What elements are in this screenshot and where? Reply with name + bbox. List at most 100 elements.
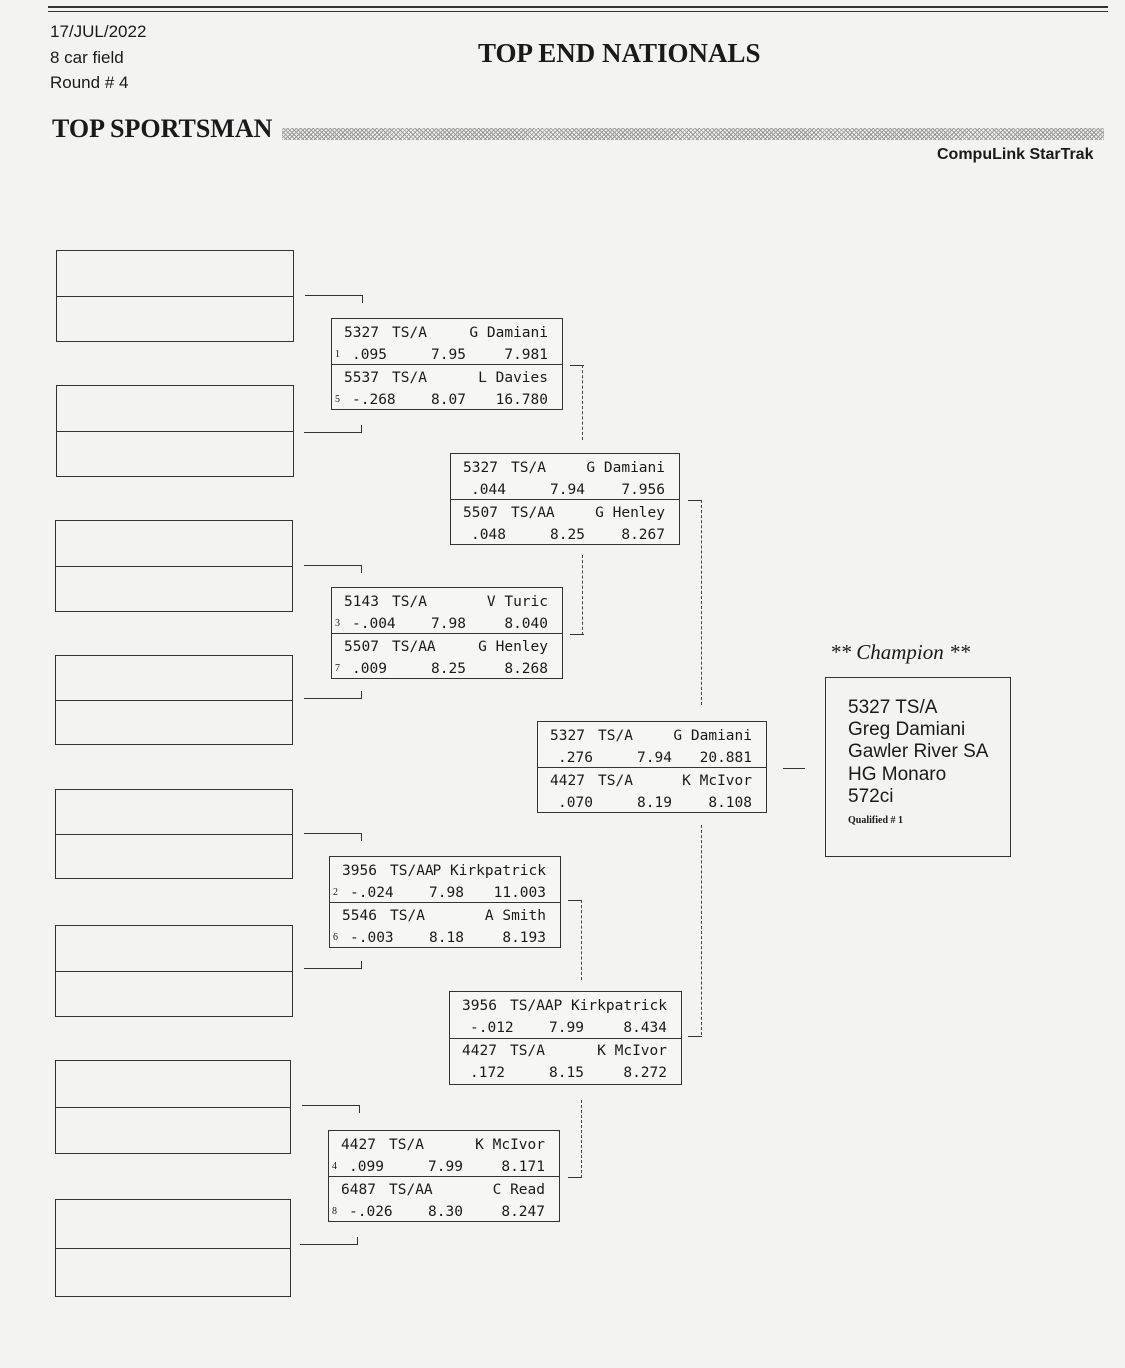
reaction-time: .070 [558, 795, 593, 811]
elapsed-time: 8.272 [623, 1065, 667, 1081]
connector [300, 1244, 358, 1245]
car-class: TS/AA [389, 1182, 433, 1198]
lane-number: 3 [335, 618, 340, 629]
champion-engine: 572ci [848, 786, 894, 807]
reaction-time: .172 [470, 1065, 505, 1081]
champion-car-class: 5327 TS/A [848, 697, 938, 718]
elapsed-time: 11.003 [493, 885, 546, 901]
connector [362, 295, 363, 303]
connector [302, 1105, 360, 1106]
match-divider [332, 633, 562, 634]
driver-name: C Read [492, 1182, 545, 1198]
connector [570, 365, 584, 366]
dial-in: 7.95 [431, 347, 466, 363]
reaction-time: .048 [471, 527, 506, 543]
connector [305, 295, 363, 296]
connector [361, 961, 362, 969]
hatch-bar [282, 128, 1104, 140]
dial-in: 8.25 [431, 661, 466, 677]
car-number: 5327 [463, 460, 498, 476]
car-number: 5327 [344, 325, 379, 341]
elapsed-time: 7.981 [504, 347, 548, 363]
car-class: TS/A [392, 594, 427, 610]
lane-number: 2 [333, 887, 338, 898]
connector [304, 968, 362, 969]
car-number: 4427 [550, 773, 585, 789]
car-number: 5143 [344, 594, 379, 610]
match-divider [450, 1038, 681, 1039]
champion-box: 5327 TS/A Greg Damiani Gawler River SA H… [825, 677, 1011, 857]
elapsed-time: 8.193 [502, 930, 546, 946]
elapsed-time: 8.268 [504, 661, 548, 677]
car-number: 5546 [342, 908, 377, 924]
connector [357, 1237, 358, 1245]
reaction-time: .095 [352, 347, 387, 363]
reaction-time: -.026 [349, 1204, 393, 1220]
lane-number: 7 [335, 663, 340, 674]
car-class: TS/A [390, 908, 425, 924]
car-number: 4427 [462, 1043, 497, 1059]
elapsed-time: 8.171 [501, 1159, 545, 1175]
car-class: TS/A [598, 728, 633, 744]
car-number: 5507 [463, 505, 498, 521]
reaction-time: -.012 [470, 1020, 514, 1036]
reaction-time: .099 [349, 1159, 384, 1175]
class-name: TOP SPORTSMAN [52, 114, 273, 143]
car-number: 3956 [342, 863, 377, 879]
champion-vehicle: HG Monaro [848, 764, 947, 785]
reaction-time: .009 [352, 661, 387, 677]
connector [304, 432, 362, 433]
match-divider [329, 1176, 559, 1177]
car-class: TS/A [389, 1137, 424, 1153]
dial-in: 8.30 [428, 1204, 463, 1220]
car-class: TS/AA [510, 998, 554, 1014]
round-number: Round # 4 [50, 73, 129, 92]
empty-slot-box [55, 655, 293, 745]
reaction-time: -.268 [352, 392, 396, 408]
elapsed-time: 7.956 [621, 482, 665, 498]
match-divider [332, 364, 562, 365]
connector [361, 833, 362, 841]
connector [688, 1036, 702, 1037]
empty-slot-box [55, 520, 293, 612]
reaction-time: -.004 [352, 616, 396, 632]
dial-in: 7.98 [431, 616, 466, 632]
lane-number: 8 [332, 1206, 337, 1217]
car-number: 6487 [341, 1182, 376, 1198]
reaction-time: -.003 [350, 930, 394, 946]
match-divider [330, 902, 560, 903]
car-class: TS/AA [390, 863, 434, 879]
event-date: 17/JUL/2022 [50, 22, 147, 41]
driver-name: G Henley [595, 505, 665, 521]
driver-name: V Turic [486, 594, 548, 610]
dashed-connector [701, 825, 702, 1035]
driver-name: A Smith [484, 908, 546, 924]
elapsed-time: 8.247 [501, 1204, 545, 1220]
header-rule-top [48, 6, 1108, 8]
lane-number: 4 [332, 1161, 337, 1172]
dial-in: 8.19 [637, 795, 672, 811]
event-title: TOP END NATIONALS [478, 38, 761, 68]
empty-slot-box [55, 1060, 291, 1154]
lane-number: 1 [335, 349, 340, 360]
dial-in: 7.94 [550, 482, 585, 498]
empty-slot-box [56, 385, 294, 477]
dial-in: 8.18 [429, 930, 464, 946]
driver-name: L Davies [478, 370, 548, 386]
dial-in: 7.99 [428, 1159, 463, 1175]
field-size: 8 car field [50, 48, 124, 67]
reaction-time: .044 [471, 482, 506, 498]
dial-in: 8.07 [431, 392, 466, 408]
car-number: 5327 [550, 728, 585, 744]
connector [304, 565, 362, 566]
driver-name: G Henley [478, 639, 548, 655]
empty-slot-box [55, 789, 293, 879]
champion-qualified: Qualified # 1 [848, 815, 904, 826]
driver-name: G Damiani [469, 325, 548, 341]
connector [688, 500, 702, 501]
